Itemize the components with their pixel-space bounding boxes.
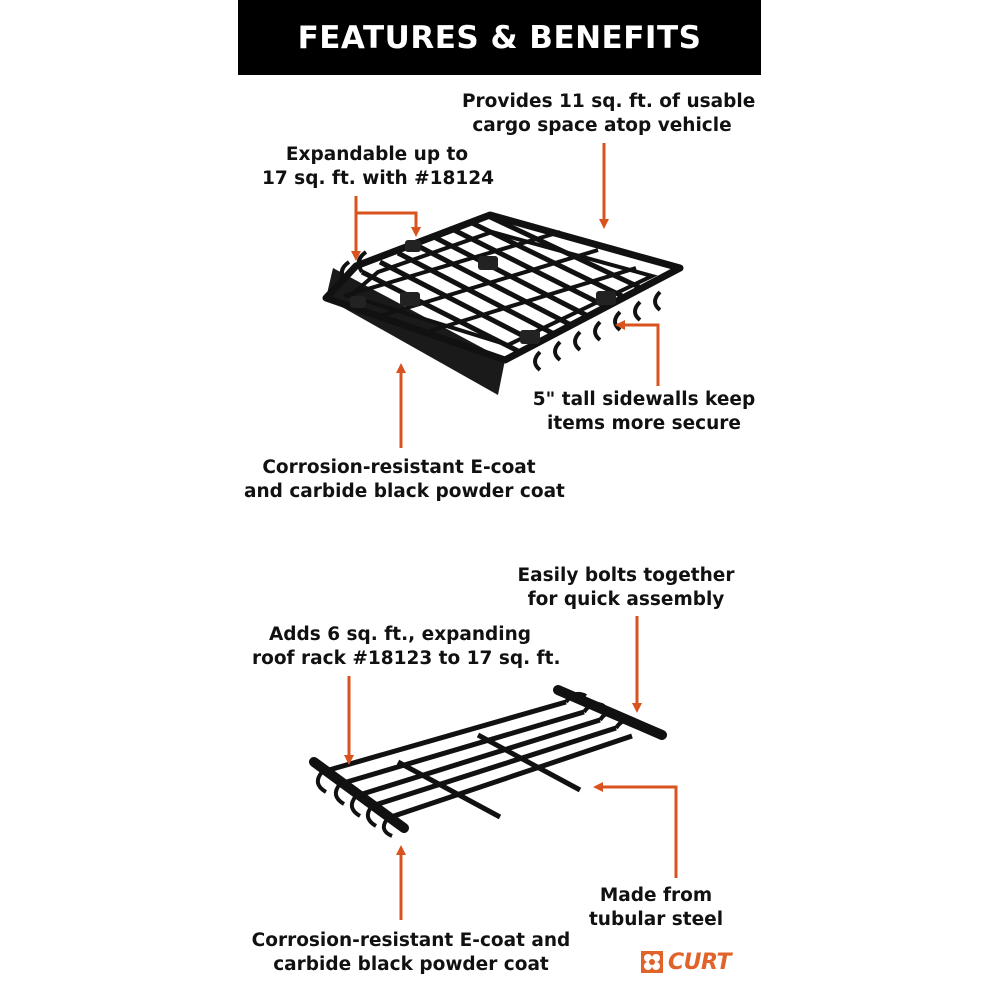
roof-rack-basket [322, 211, 684, 395]
callout-adds-space: Adds 6 sq. ft., expanding roof rack #181… [252, 624, 561, 669]
curt-logo-icon [641, 951, 663, 973]
roof-rack-extension [309, 685, 667, 838]
callout-coating-top: Corrosion-resistant E-coat and carbide b… [244, 457, 565, 502]
callout-arrows [344, 143, 678, 920]
callout-expandable: Expandable up to 17 sq. ft. with #18124 [262, 144, 495, 189]
callout-steel: Made from tubular steel [588, 885, 724, 930]
callout-usable-space: Provides 11 sq. ft. of usable cargo spac… [462, 91, 756, 136]
callout-coating-bottom: Corrosion-resistant E-coat and carbide b… [251, 930, 571, 975]
arrow-steel [593, 782, 678, 878]
callout-sidewalls: 5" tall sidewalls keep items more secure [532, 389, 756, 434]
page-title: FEATURES & BENEFITS [297, 19, 702, 56]
callout-assembly: Easily bolts together for quick assembly [517, 565, 735, 610]
curt-logo: CURT [640, 949, 740, 975]
arrow-sidewalls [615, 320, 660, 386]
brand-name: CURT [668, 949, 731, 975]
header-banner: FEATURES & BENEFITS [238, 0, 761, 75]
